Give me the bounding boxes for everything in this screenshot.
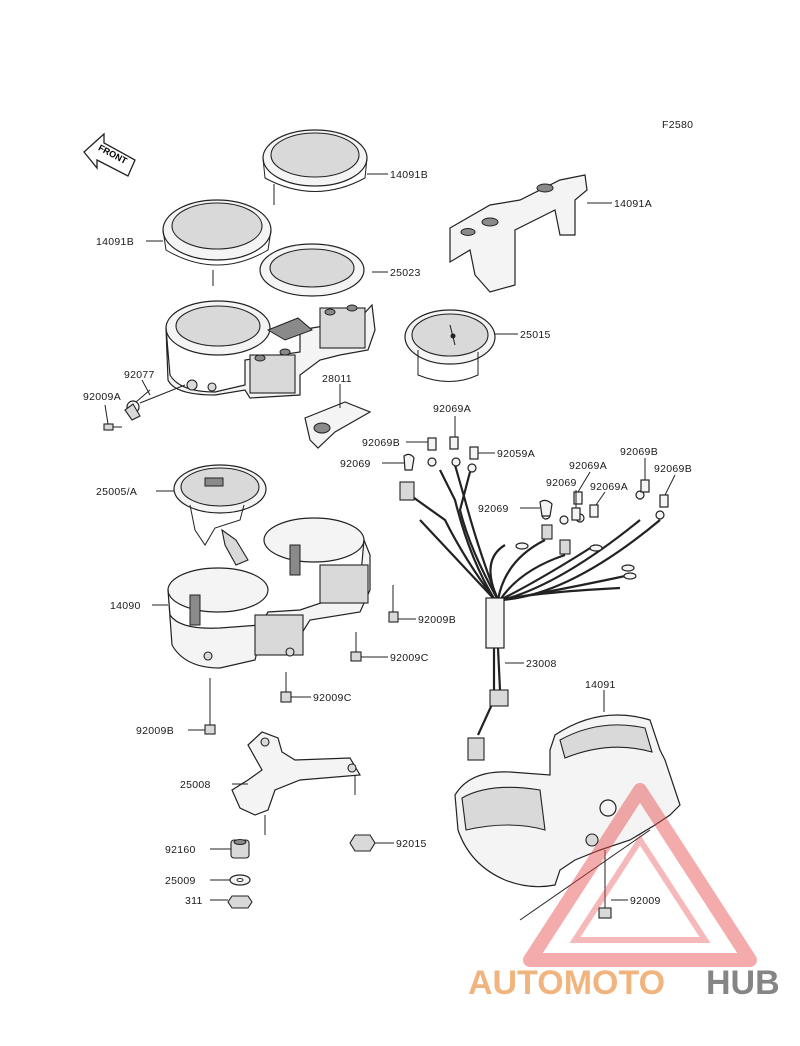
bulb-92069B-right2 (659, 494, 669, 508)
label-28011: 28011 (322, 373, 352, 385)
label-25008: 25008 (180, 779, 211, 791)
bracket-25008 (231, 731, 362, 835)
label-92009C-right: 92009C (390, 652, 429, 664)
watermark-text-part1: AUTOMOTO (468, 964, 665, 1002)
bulb-92069-left (403, 453, 415, 471)
label-92069-left: 92069 (340, 458, 371, 470)
label-92015: 92015 (396, 838, 427, 850)
bulb-92069-mid (539, 499, 553, 517)
plate-28011 (304, 401, 372, 449)
label-92069B-right2: 92069B (654, 463, 692, 475)
label-25015: 25015 (520, 329, 551, 341)
meter-case-14090 (167, 517, 371, 669)
bezel-ring-14091B-top (262, 129, 368, 205)
wiring-harness-23008 (399, 457, 665, 761)
meter-assembly-25023 (165, 243, 376, 399)
watermark-text-part2: HUB (706, 964, 780, 1002)
label-92009A: 92009A (83, 391, 121, 403)
label-92009B-right: 92009B (418, 614, 456, 626)
screw-92009C-left (280, 672, 292, 703)
label-311: 311 (185, 895, 203, 907)
bezel-ring-14091B-left (162, 199, 272, 286)
gauge-25005A (173, 464, 267, 566)
screw-92009B-right (388, 585, 399, 623)
label-14091: 14091 (585, 679, 616, 691)
trip-knob-92077 (124, 384, 186, 421)
bulb-92069A-right1 (573, 491, 583, 505)
bulb-92069-right (571, 507, 581, 521)
bulb-92069A-right2 (589, 504, 599, 518)
bulb-92069B-right1 (640, 479, 650, 493)
screw-92009A (103, 423, 122, 431)
label-92069A-right1: 92069A (569, 460, 607, 472)
label-92069-mid: 92069 (478, 503, 509, 515)
label-14091B-left: 14091B (96, 236, 134, 248)
label-92009C-left: 92009C (313, 692, 352, 704)
front-arrow-icon: FRONT (83, 132, 136, 177)
label-14090: 14090 (110, 600, 141, 612)
bulb-92059A (469, 446, 479, 460)
label-14091B-top: 14091B (390, 169, 428, 181)
label-92069B-left: 92069B (362, 437, 400, 449)
grommet-92160 (230, 839, 250, 859)
lower-cover-14091 (454, 714, 681, 921)
label-92069-right: 92069 (546, 477, 577, 489)
label-92069A-right2: 92069A (590, 481, 628, 493)
meter-cover-14091A (449, 174, 588, 293)
bolt-92009 (598, 850, 612, 919)
screw-92009B-left (204, 678, 216, 735)
gauge-25015 (404, 309, 496, 382)
label-25009: 25009 (165, 875, 196, 887)
label-92059A: 92059A (497, 448, 535, 460)
nut-311 (227, 895, 253, 909)
bulb-92069A-top (449, 436, 459, 450)
label-14091A: 14091A (614, 198, 652, 210)
washer-25009 (229, 874, 251, 886)
label-92077: 92077 (124, 369, 155, 381)
screw-92009C-right (350, 632, 362, 662)
bulb-92069B-left (427, 437, 437, 451)
label-25005A: 25005/A (96, 486, 137, 498)
label-23008: 23008 (526, 658, 557, 670)
label-92069B-right1: 92069B (620, 446, 658, 458)
nut-92015 (349, 834, 376, 852)
watermark-logo: AUTOMOTO HUB (468, 783, 780, 1002)
label-92160: 92160 (165, 844, 196, 856)
figure-code: F2580 (662, 119, 693, 131)
label-92069A-top: 92069A (433, 403, 471, 415)
label-25023: 25023 (390, 267, 421, 279)
label-92009B-left: 92009B (136, 725, 174, 737)
label-92009: 92009 (630, 895, 661, 907)
